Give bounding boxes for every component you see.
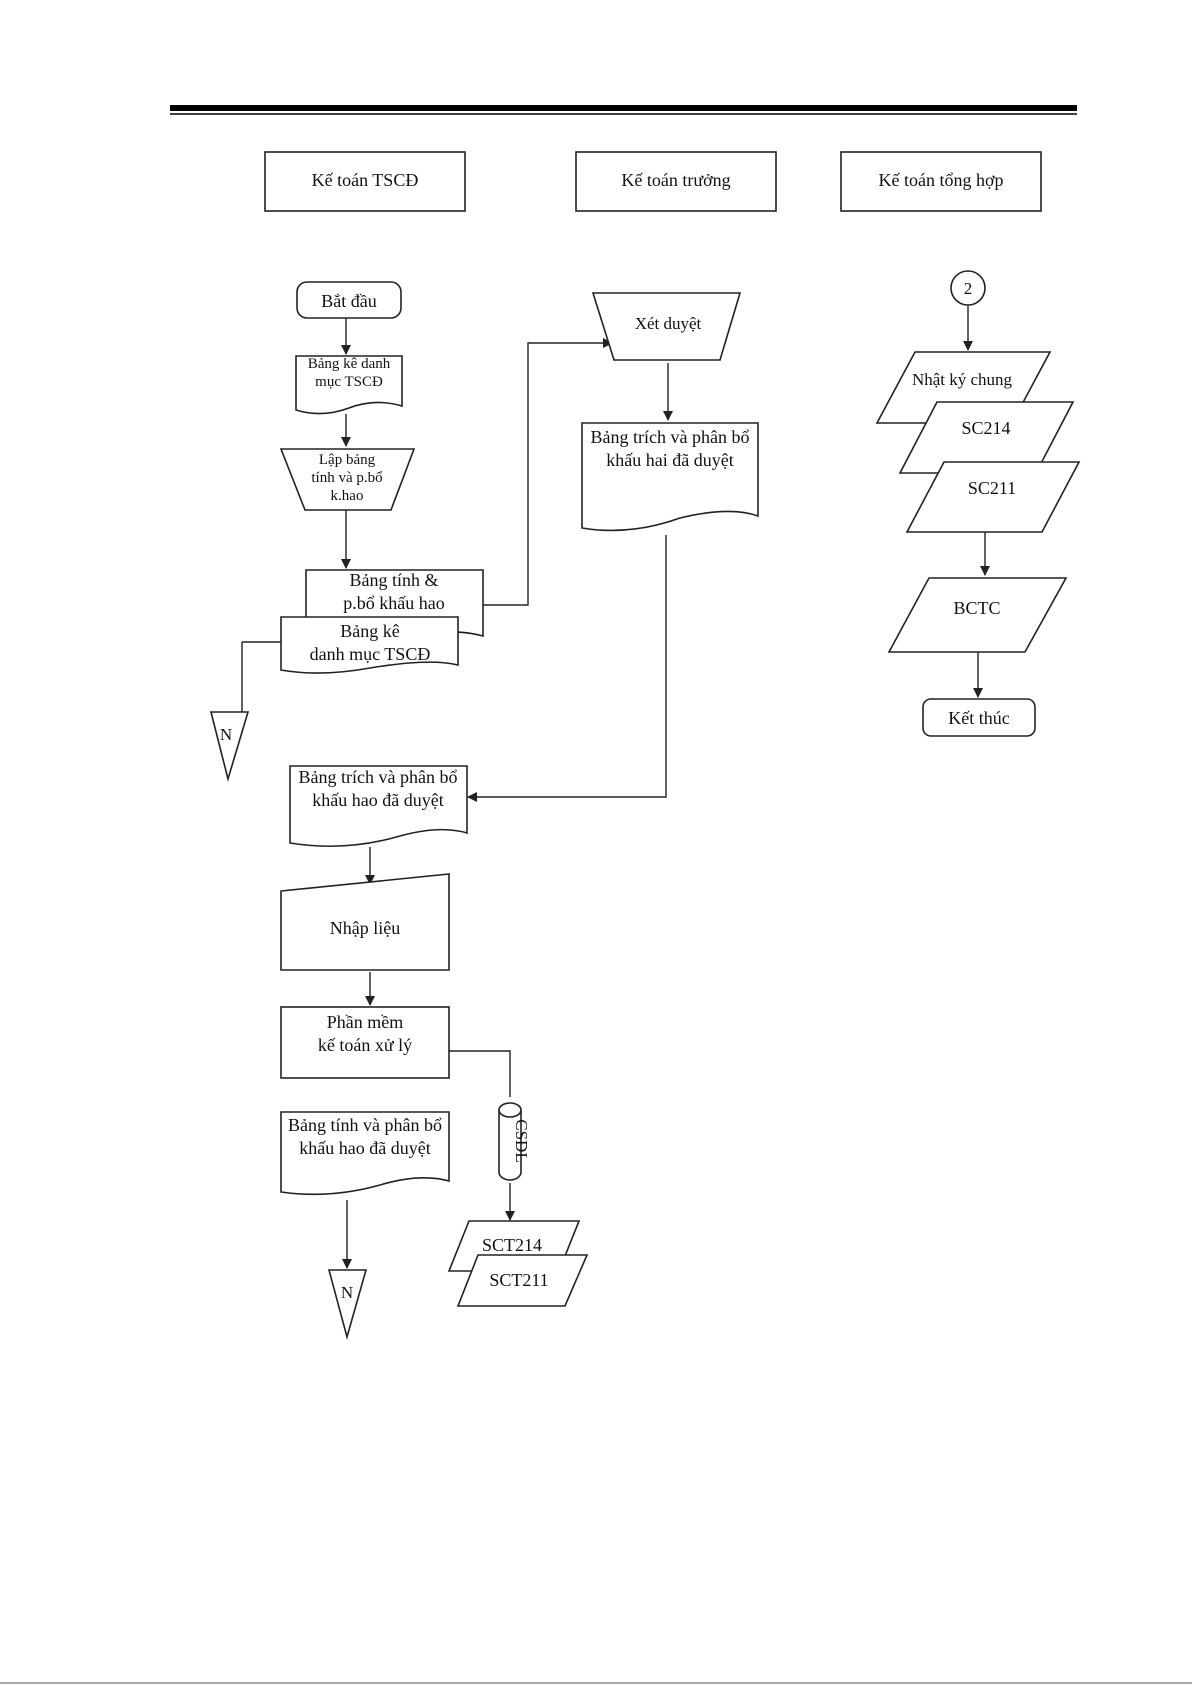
database-csdl: CSDL	[498, 1102, 531, 1181]
process-accounting-software-label-line-2: kế toán xử lý	[318, 1035, 412, 1055]
start-terminator: Bắt đầu	[296, 281, 402, 319]
manual-create-table-label-line-3: k.hao	[331, 488, 364, 504]
end-terminator: Kết thúc	[922, 698, 1036, 737]
document-asset-list-copy-label-line-1: Bảng kê	[340, 621, 399, 641]
manual-create-table-label: Lập bảng tính và p.bổ k.hao	[311, 452, 382, 504]
document-approved-1-label-line-1: Bảng trích và phân bổ	[299, 767, 458, 787]
svg-text:Xét duyệt: Xét duyệt	[635, 314, 702, 333]
svg-text:2: 2	[964, 279, 973, 298]
svg-text:Nhập liệu: Nhập liệu	[330, 918, 400, 938]
svg-text:SCT211: SCT211	[489, 1270, 548, 1290]
document-calc-table-label: Bảng tính & p.bổ khấu hao	[343, 570, 444, 613]
svg-text:SC211: SC211	[968, 478, 1016, 498]
process-accounting-software: Phần mềm kế toán xử lý	[280, 1006, 450, 1079]
document-asset-list-label-line-1: Bảng kê danh	[308, 356, 391, 372]
document-approved-chief: Bảng trích và phân bổ khấu hai đã duyệt	[581, 422, 759, 532]
process-accounting-software-label-line-1: Phần mềm	[327, 1012, 404, 1032]
manual-create-table: Lập bảng tính và p.bổ k.hao	[279, 448, 416, 511]
document-approved-2-label-line-1: Bảng tính và phân bổ	[288, 1115, 442, 1135]
svg-text:CSDL: CSDL	[512, 1119, 531, 1162]
manual-create-table-label-line-1: Lập bảng	[319, 452, 376, 468]
document-asset-list-copy: Bảng kê danh mục TSCĐ	[280, 616, 459, 674]
document-asset-list: Bảng kê danh mục TSCĐ	[295, 355, 403, 415]
document-asset-list-label: Bảng kê danh mục TSCĐ	[308, 356, 391, 390]
page-header-rule	[170, 105, 1077, 115]
svg-text:Kế toán TSCĐ: Kế toán TSCĐ	[312, 170, 419, 190]
svg-text:Kế toán tổng hợp: Kế toán tổng hợp	[879, 170, 1004, 190]
svg-text:BCTC: BCTC	[953, 598, 1000, 618]
document-approved-2-label: Bảng tính và phân bổ khấu hao đã duyệt	[288, 1115, 442, 1158]
svg-text:Nhật ký chung: Nhật ký chung	[912, 370, 1013, 389]
document-calc-table-label-line-2: p.bổ khấu hao	[343, 593, 444, 613]
document-approved-chief-label-line-2: khấu hai đã duyệt	[606, 450, 733, 470]
document-approved-1-label: Bảng trích và phân bổ khấu hao đã duyệt	[299, 767, 458, 810]
lane-header-chief-accountant: Kế toán trưởng	[575, 151, 777, 212]
process-accounting-software-label: Phần mềm kế toán xử lý	[318, 1012, 412, 1055]
manual-create-table-label-line-2: tính và p.bổ	[311, 470, 382, 486]
document-approved-chief-label-line-1: Bảng trích và phân bổ	[591, 427, 750, 447]
offline-file-n-2: N	[327, 1269, 368, 1341]
svg-text:Kế toán trưởng: Kế toán trưởng	[621, 170, 730, 190]
offline-file-n-1: N	[209, 711, 250, 783]
document-asset-list-copy-label: Bảng kê danh mục TSCĐ	[310, 621, 431, 664]
svg-text:Bắt đầu: Bắt đầu	[321, 291, 377, 311]
document-calc-table-label-line-1: Bảng tính &	[350, 570, 439, 590]
svg-text:N: N	[341, 1283, 353, 1302]
ledger-sc214: SC214	[898, 401, 1075, 474]
ledger-sct211: SCT211	[456, 1254, 589, 1307]
manual-review: Xét duyệt	[591, 292, 742, 361]
lane-header-fixed-asset-accountant: Kế toán TSCĐ	[264, 151, 466, 212]
document-approved-chief-label: Bảng trích và phân bổ khấu hai đã duyệt	[591, 427, 750, 470]
svg-text:N: N	[220, 725, 232, 744]
report-bctc: BCTC	[887, 577, 1068, 653]
document-approved-1: Bảng trích và phân bổ khấu hao đã duyệt	[289, 765, 468, 848]
lane-header-general-accountant: Kế toán tổng hợp	[840, 151, 1042, 212]
document-asset-list-copy-label-line-2: danh mục TSCĐ	[310, 644, 431, 664]
svg-text:SC214: SC214	[961, 418, 1010, 438]
connector-2: 2	[950, 270, 986, 306]
document-asset-list-label-line-2: mục TSCĐ	[315, 374, 383, 390]
svg-text:Kết thúc: Kết thúc	[948, 708, 1009, 728]
document-approved-2-label-line-2: khấu hao đã duyệt	[299, 1138, 430, 1158]
ledger-sc211: SC211	[905, 461, 1081, 533]
document-approved-1-label-line-2: khấu hao đã duyệt	[312, 790, 443, 810]
manual-data-entry: Nhập liệu	[280, 873, 450, 971]
svg-text:SCT214: SCT214	[482, 1235, 542, 1255]
connector-lines	[241, 305, 990, 1269]
document-approved-2: Bảng tính và phân bổ khấu hao đã duyệt	[280, 1111, 450, 1196]
